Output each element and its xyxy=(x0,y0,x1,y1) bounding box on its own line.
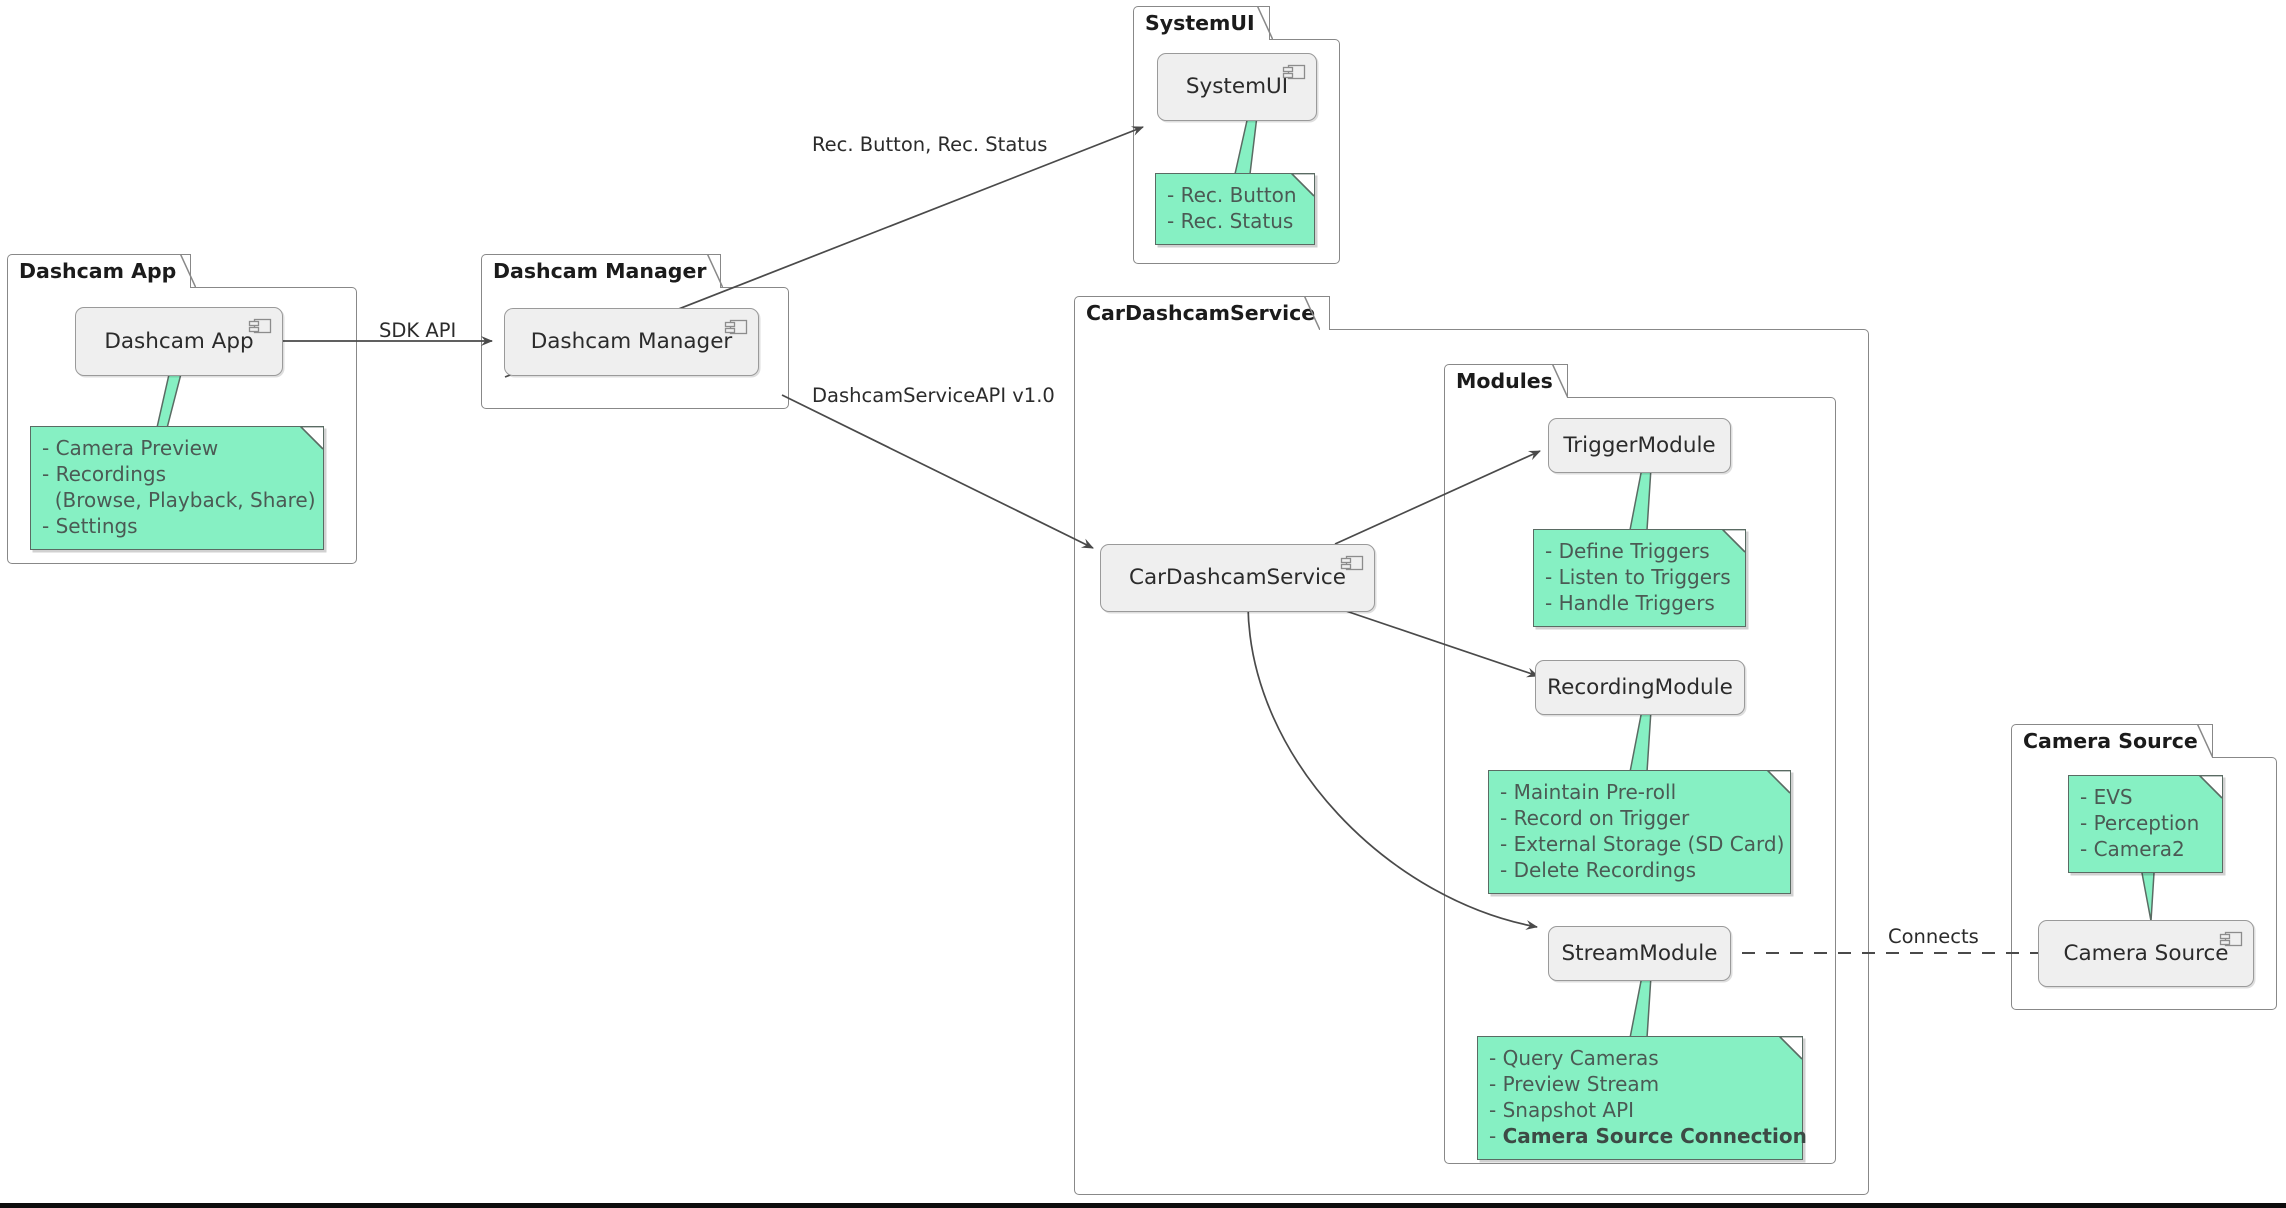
package-title-modules: Modules xyxy=(1456,369,1553,394)
edge-label-dashcamserviceapi: DashcamServiceAPI v1.0 xyxy=(812,384,1055,407)
uml-component-icon xyxy=(2219,930,2243,953)
note-text-stream-module-bold: Camera Source Connection xyxy=(1502,1123,1807,1148)
note-stream-module: - Query Cameras - Preview Stream - Snaps… xyxy=(1477,1035,1807,1160)
note-camera-source: - EVS - Perception - Camera2 xyxy=(2068,774,2223,873)
package-title-dashcam-app: Dashcam App xyxy=(19,259,177,284)
component-camera-source[interactable]: Camera Source xyxy=(2038,920,2254,987)
component-label-recording-module: RecordingModule xyxy=(1547,674,1733,700)
uml-component-icon xyxy=(1340,554,1364,577)
package-tab-fold-dashcam-manager xyxy=(707,254,723,288)
note-tail-recording-module xyxy=(1629,710,1652,773)
package-tab-fold-car-dashcam-service xyxy=(1304,296,1320,330)
uml-component-icon xyxy=(724,318,748,341)
note-text-dashcam-app: - Camera Preview - Recordings (Browse, P… xyxy=(42,436,316,538)
edge-label-rec-button-status: Rec. Button, Rec. Status xyxy=(812,133,1048,156)
note-text-stream-module-plain: - Query Cameras - Preview Stream - Snaps… xyxy=(1489,1046,1660,1148)
note-dashcam-app: - Camera Preview - Recordings (Browse, P… xyxy=(30,425,324,550)
package-tab-dashcam-app: Dashcam App xyxy=(7,254,192,288)
note-text-recording-module: - Maintain Pre-roll - Record on Trigger … xyxy=(1500,780,1785,882)
component-label-car-dashcam-service: CarDashcamService xyxy=(1129,565,1346,591)
edge-dashcamserviceapi xyxy=(781,394,1094,549)
component-system-ui[interactable]: SystemUI xyxy=(1157,53,1317,121)
note-text-stream-module: - Query Cameras - Preview Stream - Snaps… xyxy=(1489,1046,1807,1150)
package-tab-car-dashcam-service: CarDashcamService xyxy=(1074,296,1331,330)
component-label-system-ui: SystemUI xyxy=(1185,74,1289,100)
component-label-trigger-module: TriggerModule xyxy=(1563,432,1716,458)
package-tab-fold-system-ui xyxy=(1257,6,1273,40)
package-tab-modules: Modules xyxy=(1444,364,1568,398)
component-car-dashcam-service[interactable]: CarDashcamService xyxy=(1100,544,1375,612)
component-dashcam-app[interactable]: Dashcam App xyxy=(75,307,283,376)
package-tab-dashcam-manager: Dashcam Manager xyxy=(481,254,722,288)
note-text-trigger-module: - Define Triggers - Listen to Triggers -… xyxy=(1545,539,1731,615)
package-title-system-ui: SystemUI xyxy=(1145,11,1255,36)
note-tail-system-ui xyxy=(1234,116,1258,175)
edge-service-streammodule xyxy=(1247,605,1538,930)
package-tab-system-ui: SystemUI xyxy=(1133,6,1270,40)
note-tail-camera-source xyxy=(2138,857,2156,922)
note-recording-module: - Maintain Pre-roll - Record on Trigger … xyxy=(1488,769,1791,894)
note-tail-trigger-module xyxy=(1629,468,1652,531)
package-tab-fold-dashcam-app xyxy=(180,254,196,288)
component-recording-module[interactable]: RecordingModule xyxy=(1535,660,1745,715)
edge-label-sdk-api: SDK API xyxy=(379,319,457,342)
package-title-camera-source: Camera Source xyxy=(2023,729,2198,754)
package-tab-fold-camera-source xyxy=(2197,724,2213,758)
uml-component-icon xyxy=(248,317,272,340)
note-text-system-ui: - Rec. Button - Rec. Status xyxy=(1167,183,1297,233)
note-system-ui: - Rec. Button - Rec. Status xyxy=(1155,172,1315,245)
uml-component-icon xyxy=(1282,63,1306,86)
edge-service-triggermodule xyxy=(1334,450,1541,545)
component-label-camera-source: Camera Source xyxy=(2063,940,2229,966)
component-dashcam-manager[interactable]: Dashcam Manager xyxy=(504,308,759,376)
package-tab-fold-modules xyxy=(1552,364,1568,398)
package-title-dashcam-manager: Dashcam Manager xyxy=(493,259,707,284)
package-tab-camera-source: Camera Source xyxy=(2011,724,2213,758)
note-text-camera-source: - EVS - Perception - Camera2 xyxy=(2080,785,2200,861)
component-trigger-module[interactable]: TriggerModule xyxy=(1548,418,1731,473)
edge-service-recordingmodule xyxy=(1339,608,1539,678)
note-trigger-module: - Define Triggers - Listen to Triggers -… xyxy=(1533,528,1746,627)
package-title-car-dashcam-service: CarDashcamService xyxy=(1086,301,1316,326)
edge-label-connects: Connects xyxy=(1888,925,1979,948)
component-label-dashcam-app: Dashcam App xyxy=(104,328,254,354)
bottom-bar xyxy=(0,1203,2286,1208)
component-label-dashcam-manager: Dashcam Manager xyxy=(530,329,733,355)
component-stream-module[interactable]: StreamModule xyxy=(1548,926,1731,981)
component-label-stream-module: StreamModule xyxy=(1561,940,1718,966)
note-tail-stream-module xyxy=(1629,976,1652,1039)
